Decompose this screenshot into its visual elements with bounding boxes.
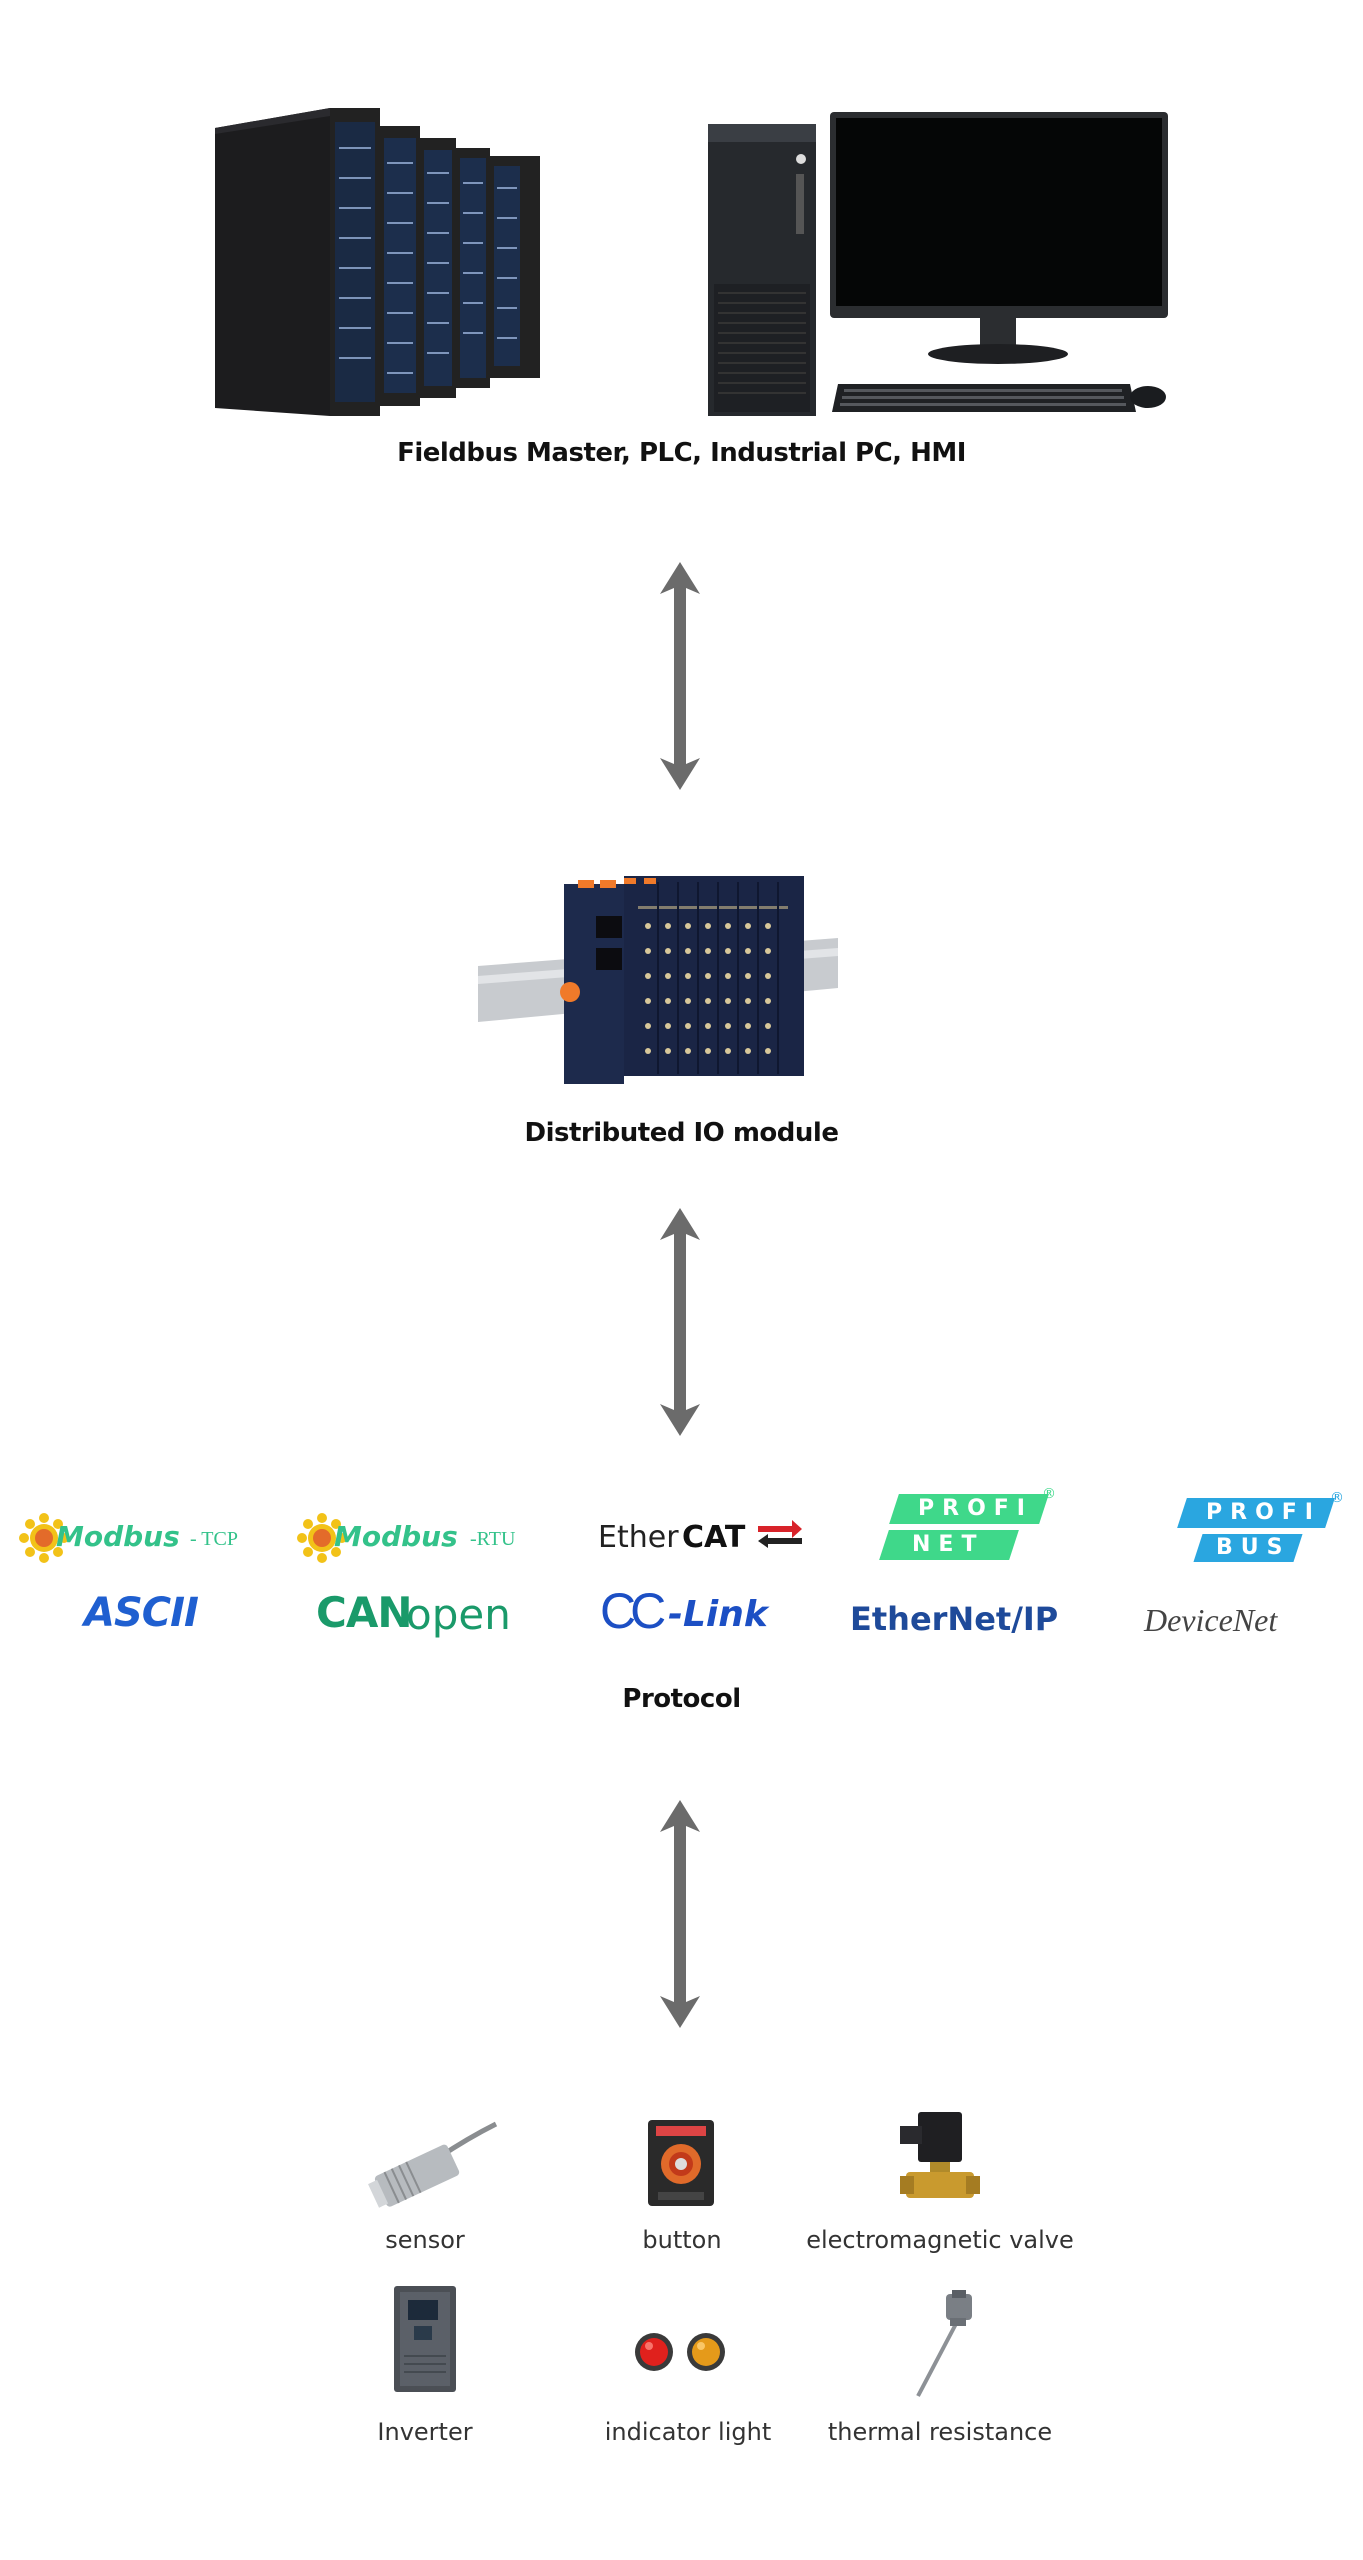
ascii-logo: ASCII bbox=[84, 1590, 199, 1636]
registered-mark-icon: ® bbox=[1330, 1490, 1344, 1506]
ethercat-logo: Ether CAT bbox=[598, 1510, 808, 1564]
modbus-tcp-suffix: - TCP bbox=[190, 1528, 238, 1550]
modbus-rtu-logo: Modbus -RTU bbox=[296, 1508, 541, 1568]
valve-label: electromagnetic valve bbox=[806, 2226, 1074, 2254]
bidirectional-arrow-icon bbox=[660, 1800, 700, 2028]
inverter-label: Inverter bbox=[377, 2418, 473, 2446]
emergency-button-image bbox=[648, 2120, 714, 2206]
registered-mark-icon: ® bbox=[1042, 1486, 1056, 1502]
modbus-rtu-suffix: -RTU bbox=[470, 1528, 516, 1550]
indicator-light-label: indicator light bbox=[604, 2418, 772, 2446]
io-module-image bbox=[478, 876, 838, 1086]
ethercat-text-ether: Ether bbox=[598, 1520, 679, 1555]
profinet-text-a: PROFI bbox=[918, 1496, 1033, 1521]
io-module-label: Distributed IO module bbox=[524, 1118, 839, 1148]
modbus-tcp-text: Modbus bbox=[56, 1520, 180, 1553]
bidirectional-arrow-icon bbox=[660, 1208, 700, 1436]
cc-link-logo: CC -Link bbox=[600, 1578, 780, 1648]
monitor-image bbox=[830, 112, 1170, 422]
master-label: Fieldbus Master, PLC, Industrial PC, HMI bbox=[397, 438, 966, 468]
protocol-label: Protocol bbox=[622, 1684, 741, 1714]
profibus-text-a: PROFI bbox=[1206, 1500, 1321, 1525]
profinet-text-b: NET bbox=[912, 1532, 985, 1557]
cc-link-text-link: -Link bbox=[668, 1594, 768, 1635]
server-rack-image bbox=[215, 108, 540, 416]
thermal-resistance-image bbox=[910, 2290, 980, 2400]
tower-pc-image bbox=[708, 124, 816, 416]
bidirectional-arrow-icon bbox=[660, 562, 700, 790]
cc-link-text-cc: CC bbox=[600, 1583, 666, 1639]
sensor-image bbox=[368, 2118, 498, 2208]
modbus-tcp-logo: Modbus - TCP bbox=[18, 1508, 263, 1568]
profibus-text-b: BUS bbox=[1216, 1535, 1291, 1560]
devicenet-logo: DeviceNet bbox=[1144, 1602, 1278, 1638]
sensor-label: sensor bbox=[385, 2226, 465, 2254]
ethernet-ip-logo: EtherNet/IP bbox=[850, 1600, 1059, 1638]
profinet-logo: PROFI NET ® bbox=[876, 1486, 1056, 1566]
canopen-text-can: CAN bbox=[316, 1588, 412, 1637]
button-label: button bbox=[642, 2226, 722, 2254]
modbus-rtu-text: Modbus bbox=[334, 1520, 458, 1553]
canopen-logo: CAN open bbox=[316, 1584, 546, 1644]
inverter-image bbox=[394, 2286, 456, 2392]
profibus-logo: PROFI BUS ® bbox=[1164, 1490, 1344, 1570]
thermal-resistance-label: thermal resistance bbox=[827, 2418, 1053, 2446]
indicator-light-image bbox=[634, 2330, 726, 2374]
solenoid-valve-image bbox=[900, 2112, 980, 2208]
ethercat-text-cat: CAT bbox=[682, 1520, 746, 1555]
canopen-text-open: open bbox=[406, 1590, 511, 1639]
